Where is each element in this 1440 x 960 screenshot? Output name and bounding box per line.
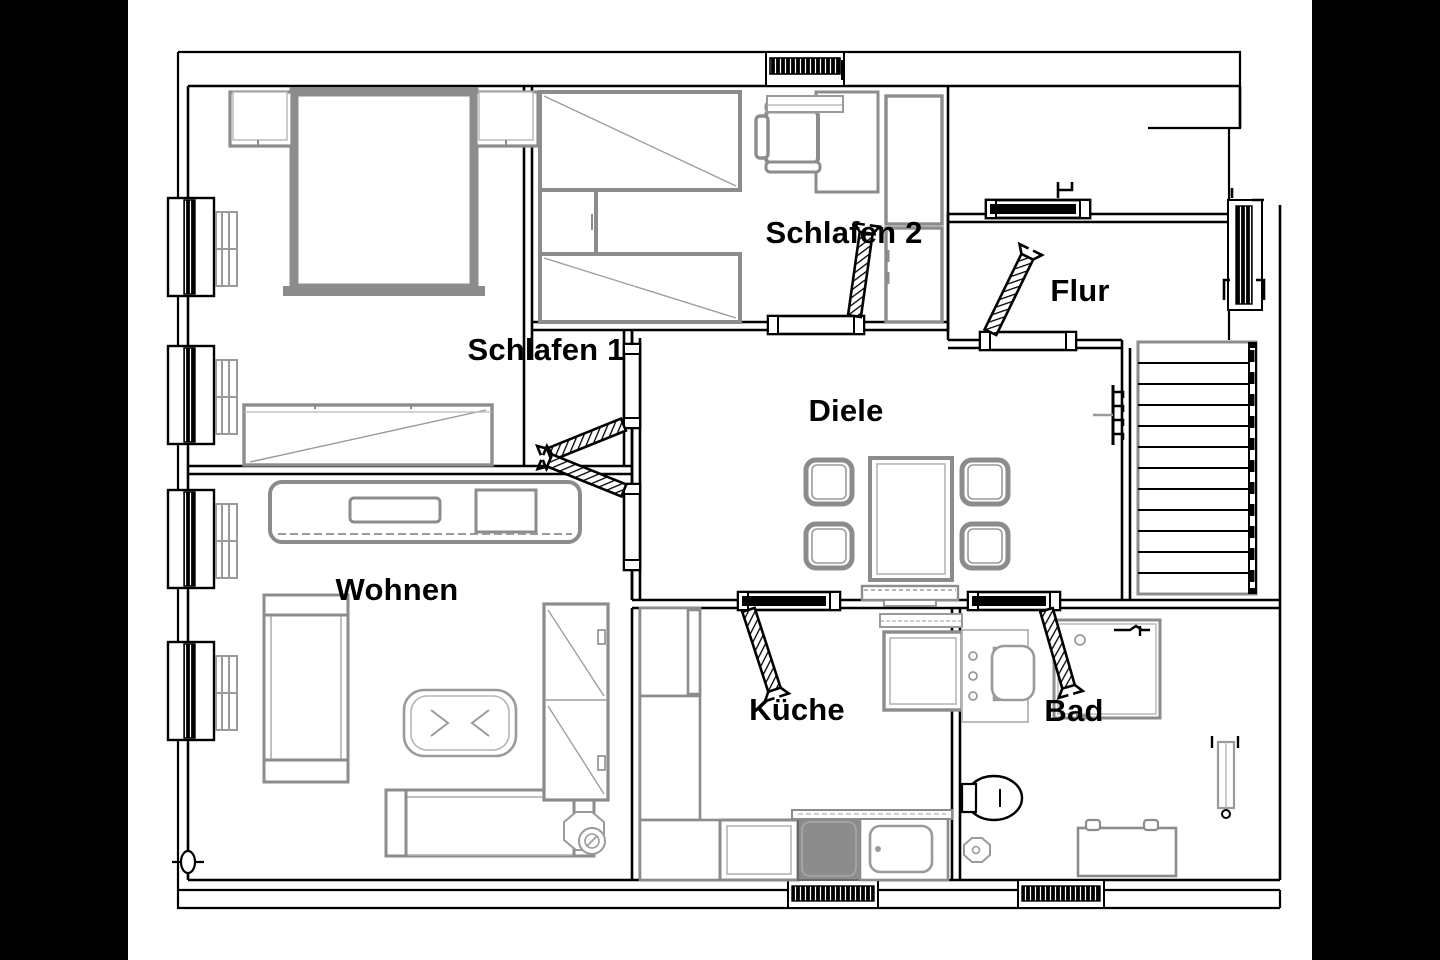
window-left-1 [166, 196, 238, 298]
hob [797, 817, 861, 881]
floor-lamp [563, 811, 606, 855]
upper-cabinet-kitchen [879, 613, 963, 628]
radiator-top-schlafen2 [766, 95, 844, 113]
coat-hooks [1093, 385, 1125, 445]
tv-cabinet [268, 480, 582, 544]
wardrobe-upper [538, 90, 742, 192]
floor-plan-drawing [166, 50, 1282, 910]
dining-chair-3 [962, 460, 1008, 504]
shelf-unit [884, 94, 944, 324]
window-left-2 [166, 344, 238, 446]
toilet [960, 774, 1024, 863]
window-bottom-bath [1017, 879, 1105, 909]
shower-tray [1052, 618, 1162, 720]
door-kueche[interactable] [736, 590, 842, 704]
nightstand-left [228, 90, 294, 148]
door-bad[interactable] [966, 590, 1086, 700]
dining-chair-2 [806, 524, 852, 568]
nightstand-right [474, 90, 540, 148]
small-cabinet [538, 188, 598, 256]
staircase [1136, 340, 1258, 596]
shelf-right [542, 602, 610, 802]
corner-unit [791, 809, 953, 820]
dining-table [868, 456, 954, 582]
compass-point-icon [172, 846, 204, 878]
sofa-left [262, 593, 350, 784]
bathtub [1076, 818, 1178, 878]
door-entry[interactable] [984, 182, 1092, 220]
sideboard [860, 584, 960, 607]
dining-chair-1 [806, 460, 852, 504]
coffee-table [402, 688, 518, 758]
towel-radiator [1210, 736, 1240, 819]
double-bed [283, 87, 485, 296]
door-flur[interactable] [978, 241, 1078, 352]
door-schlafen1[interactable] [534, 342, 642, 473]
base-cabinets [638, 818, 800, 882]
door-schlafen2[interactable] [766, 221, 883, 336]
dining-chair-4 [962, 524, 1008, 568]
window-left-4 [166, 640, 238, 742]
floor-plan-sheet: Schlafen 1 Schlafen 2 Flur Diele Wohnen … [128, 0, 1312, 960]
counter-left [638, 606, 702, 822]
sink [858, 816, 950, 882]
door-wohnen[interactable] [535, 443, 642, 572]
window-bottom-kitchen [787, 879, 879, 909]
window-right-upper [1222, 188, 1266, 311]
dresser [242, 403, 494, 467]
wardrobe-lower [538, 252, 742, 324]
window-left-3 [166, 488, 238, 590]
washbasin [961, 629, 1036, 723]
fridge [882, 630, 964, 712]
